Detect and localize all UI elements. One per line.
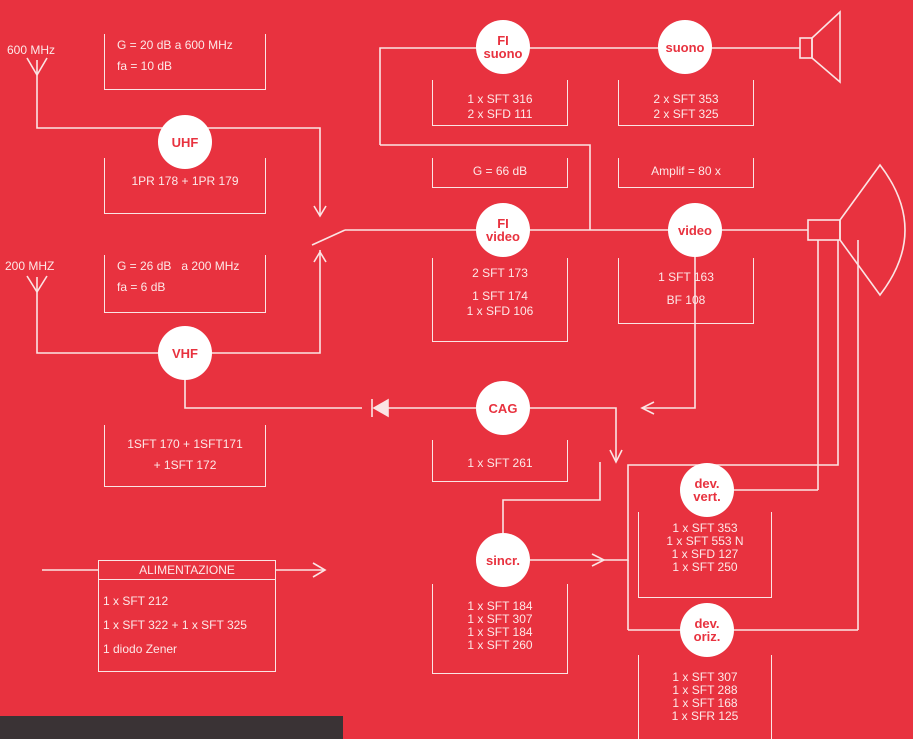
fi-video-parts-box: 2 SFT 173 1 SFT 174 1 x SFD 106 <box>432 258 568 342</box>
uhf-gain: G = 20 dB a 600 MHz <box>117 38 233 52</box>
vhf-parts-line1: 1SFT 170 + 1SFT171 <box>127 437 243 451</box>
uhf-noise: fa = 10 dB <box>117 59 173 73</box>
vhf-node-label: VHF <box>172 345 198 361</box>
vhf-parts-line2: + 1SFT 172 <box>153 458 217 472</box>
alimentazione-header: ALIMENTAZIONE <box>99 561 275 580</box>
vhf-antenna-icon <box>26 275 48 305</box>
video-parts-box: 1 SFT 163 BF 108 <box>618 258 754 324</box>
fi-suono-parts-box: 1 x SFT 316 2 x SFD 111 <box>432 80 568 126</box>
uhf-antenna-icon <box>26 57 48 90</box>
cag-node: CAG <box>476 381 530 435</box>
uhf-spec-box: G = 20 dB a 600 MHz fa = 10 dB <box>104 34 266 90</box>
fi-suono-node: FI suono <box>476 20 530 74</box>
uhf-node-label: UHF <box>171 134 199 150</box>
vhf-noise: fa = 6 dB <box>117 280 166 294</box>
cag-parts-box: 1 x SFT 261 <box>432 440 568 482</box>
uhf-node: UHF <box>158 115 212 169</box>
vhf-gain: G = 26 dB a 200 MHz <box>117 259 240 273</box>
vhf-node: VHF <box>158 326 212 380</box>
vhf-frequency-label: 200 MHZ <box>5 259 55 273</box>
suono-parts-box: 2 x SFT 353 2 x SFT 325 <box>618 80 754 126</box>
dev-vert-parts-box: 1 x SFT 353 1 x SFT 553 N 1 x SFD 127 1 … <box>638 512 772 598</box>
dark-overlay-strip <box>0 716 343 739</box>
video-amp-box: Amplif = 80 x <box>618 158 754 188</box>
uhf-parts-box: 1PR 178 + 1PR 179 <box>104 158 266 214</box>
dev-oriz-node: dev. oriz. <box>680 603 734 657</box>
vhf-parts-box: 1SFT 170 + 1SFT171 + 1SFT 172 <box>104 425 266 487</box>
dev-oriz-parts-box: 1 x SFT 307 1 x SFT 288 1 x SFT 168 1 x … <box>638 655 772 739</box>
fi-video-gain-box: G = 66 dB <box>432 158 568 188</box>
crt-tube-icon <box>807 163 906 297</box>
alimentazione-title: ALIMENTAZIONE <box>139 563 235 577</box>
diode-icon <box>371 398 389 418</box>
speaker-icon <box>799 10 841 84</box>
dev-vert-node: dev. vert. <box>680 463 734 517</box>
alimentazione-box: ALIMENTAZIONE 1 x SFT 212 1 x SFT 322 + … <box>98 560 276 672</box>
sincr-node: sincr. <box>476 533 530 587</box>
uhf-frequency-label: 600 MHz <box>7 43 56 57</box>
video-node: video <box>668 203 722 257</box>
sincr-parts-box: 1 x SFT 184 1 x SFT 307 1 x SFT 184 1 x … <box>432 584 568 674</box>
uhf-parts: 1PR 178 + 1PR 179 <box>131 174 239 188</box>
fi-video-node: FI video <box>476 203 530 257</box>
vhf-spec-box: G = 26 dB a 200 MHz fa = 6 dB <box>104 255 266 313</box>
suono-node: suono <box>658 20 712 74</box>
